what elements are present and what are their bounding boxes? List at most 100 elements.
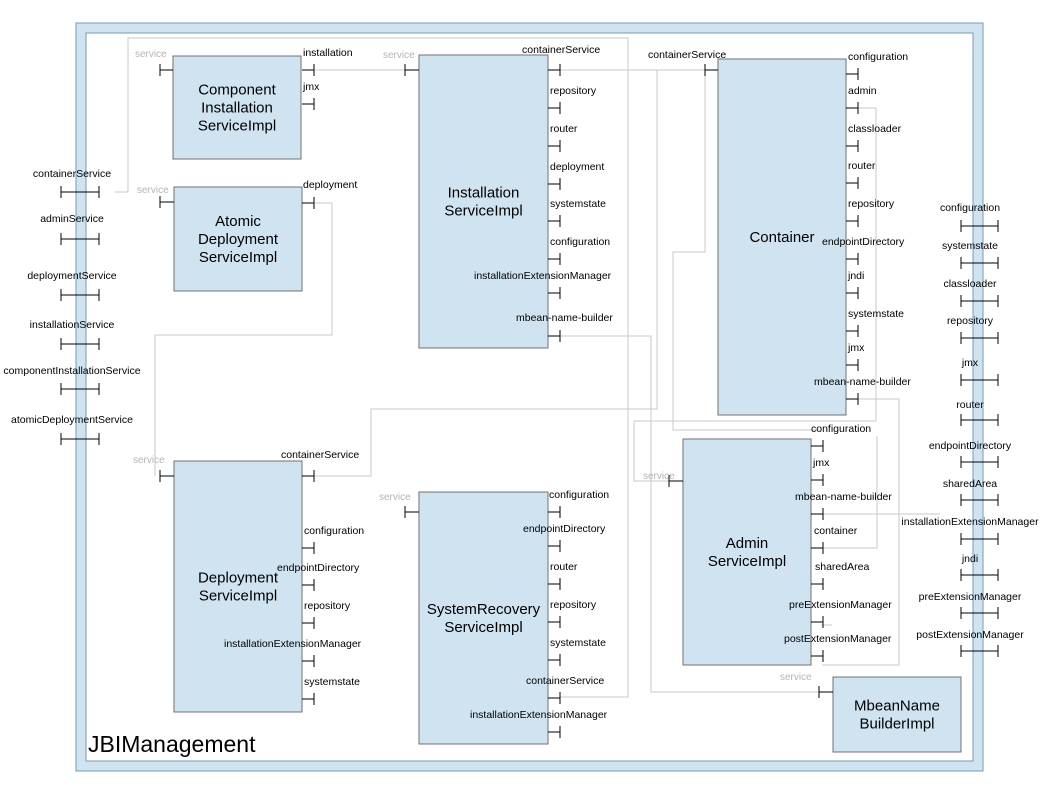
component-installation-service-impl-port-installation: installation	[302, 47, 353, 76]
port-label: endpointDirectory	[822, 236, 905, 248]
deployment-service-impl-port-configuration: configuration	[302, 525, 364, 554]
port-label: endpointDirectory	[277, 562, 360, 574]
port-label: jmx	[812, 457, 830, 469]
atomic-deployment-service-impl-name-line-1: Atomic	[215, 213, 261, 230]
port-label: mbean-name-builder	[814, 376, 911, 388]
container-port-mbean-name-builder: mbean-name-builder	[814, 376, 911, 405]
admin-service-impl-port-sharedArea: sharedArea	[811, 561, 869, 590]
installation-service-impl-port-repository: repository	[548, 85, 597, 114]
installation-service-impl-port-configuration: configuration	[548, 236, 610, 265]
connector-wire-8	[822, 398, 900, 666]
external-reference-label: jmx	[961, 357, 979, 369]
component-installation-service-impl-name-line-2: Installation	[201, 100, 273, 117]
component-installation-service-impl-service-label: service	[135, 49, 167, 60]
connector-wire-7	[633, 107, 877, 482]
atomic-deployment-service-impl-box	[173, 186, 303, 292]
external-reference-preExtensionManager: preExtensionManager	[919, 591, 1022, 619]
exported-service-componentInstallationService: componentInstallationService	[3, 365, 141, 395]
installation-service-impl-port-installationExtensionManager: installationExtensionManager	[474, 270, 612, 299]
admin-service-impl-port-container: container	[811, 525, 858, 554]
port-label: repository	[550, 85, 597, 97]
deployment-service-impl-port-repository: repository	[302, 600, 351, 629]
container-name-line-1: Container	[749, 229, 814, 246]
system-recovery-service-impl-port-installationExtensionManager: installationExtensionManager	[470, 709, 608, 738]
external-reference-router: router	[956, 399, 999, 426]
port-label: postExtensionManager	[784, 633, 892, 645]
port-label: configuration	[550, 236, 610, 248]
external-reference-label: router	[956, 399, 984, 411]
port-label: classloader	[848, 123, 902, 135]
installation-service-impl-name-line-2: ServiceImpl	[444, 203, 522, 220]
external-reference-label: systemstate	[942, 240, 998, 252]
admin-service-impl-port-postExtensionManager: postExtensionManager	[784, 633, 892, 662]
port-label: jndi	[847, 270, 864, 282]
admin-service-impl-port-jmx: jmx	[811, 457, 830, 486]
system-recovery-service-impl-name-line-2: ServiceImpl	[444, 619, 522, 636]
exported-service-atomicDeploymentService: atomicDeploymentService	[11, 414, 133, 445]
component-installation-service-impl-port-jmx: jmx	[302, 81, 320, 110]
exported-service-label: deploymentService	[27, 270, 116, 282]
port-label: preExtensionManager	[789, 599, 892, 611]
container-port-containerService: containerService	[648, 49, 726, 76]
deployment-service-impl-port-containerService: containerService	[281, 449, 359, 482]
port-label: sharedArea	[815, 561, 869, 573]
connector-wire-3	[115, 37, 629, 698]
container-port-configuration: configuration	[846, 51, 908, 80]
component-installation-service-impl-name-line-1: Component	[198, 82, 276, 99]
port-label: admin	[848, 85, 877, 97]
system-recovery-service-impl-port-router: router	[548, 561, 578, 590]
container-port-systemstate: systemstate	[846, 308, 904, 337]
container-port-router: router	[846, 160, 876, 189]
external-reference-systemstate: systemstate	[942, 240, 999, 269]
container-port-jndi: jndi	[846, 270, 864, 299]
external-reference-label: sharedArea	[943, 478, 997, 490]
port-label: installationExtensionManager	[224, 638, 362, 650]
container-port-endpointDirectory: endpointDirectory	[822, 236, 905, 265]
installation-service-impl-port-deployment: deployment	[548, 161, 604, 190]
mbean-name-builder-impl-name-line-2: BuilderImpl	[859, 716, 934, 733]
port-label: containerService	[648, 49, 726, 61]
port-label: deployment	[303, 179, 357, 191]
port-label: container	[814, 525, 858, 537]
system-recovery-service-impl-service-label: service	[379, 492, 411, 503]
system-recovery-service-impl-name-line-1: SystemRecovery	[427, 601, 541, 618]
port-label: repository	[304, 600, 351, 612]
component-installation-service-impl-name-line-3: ServiceImpl	[198, 118, 276, 135]
deployment-service-impl-box	[173, 460, 303, 713]
exported-service-adminService: adminService	[40, 213, 104, 245]
exported-service-deploymentService: deploymentService	[27, 270, 117, 301]
admin-service-impl-box	[682, 438, 812, 666]
connector-wire-5	[315, 70, 658, 477]
mbean-name-builder-impl-box	[832, 676, 962, 753]
component-installation-service-impl-box	[172, 55, 302, 160]
connector-wire-4	[154, 202, 333, 476]
port-label: installationExtensionManager	[474, 270, 612, 282]
deployment-service-impl-port-installationExtensionManager: installationExtensionManager	[224, 638, 362, 667]
installation-service-impl-port-router: router	[548, 123, 578, 152]
external-reference-sharedArea: sharedArea	[943, 478, 999, 506]
exported-service-label: atomicDeploymentService	[11, 414, 133, 426]
container-port-jmx: jmx	[846, 342, 865, 371]
external-reference-label: endpointDirectory	[929, 440, 1012, 452]
system-recovery-service-impl-box	[418, 491, 549, 745]
port-label: repository	[550, 599, 597, 611]
diagram-title: JBIManagement	[88, 731, 256, 757]
deployment-service-impl-name-line-1: Deployment	[198, 570, 279, 587]
port-label: configuration	[848, 51, 908, 63]
exported-service-installationService: installationService	[30, 319, 114, 350]
port-label: containerService	[526, 675, 604, 687]
system-recovery-service-impl-port-configuration: configuration	[548, 489, 609, 518]
exported-service-containerService: containerService	[33, 168, 111, 198]
port-label: systemstate	[848, 308, 904, 320]
installation-service-impl-name-line-1: Installation	[448, 185, 520, 202]
external-reference-jndi: jndi	[960, 553, 999, 581]
container-box	[717, 58, 847, 416]
external-reference-endpointDirectory: endpointDirectory	[929, 440, 1012, 468]
admin-service-impl-name-line-2: ServiceImpl	[708, 553, 786, 570]
installation-service-impl-box	[418, 54, 549, 349]
deployment-service-impl-service-label: service	[133, 455, 165, 466]
